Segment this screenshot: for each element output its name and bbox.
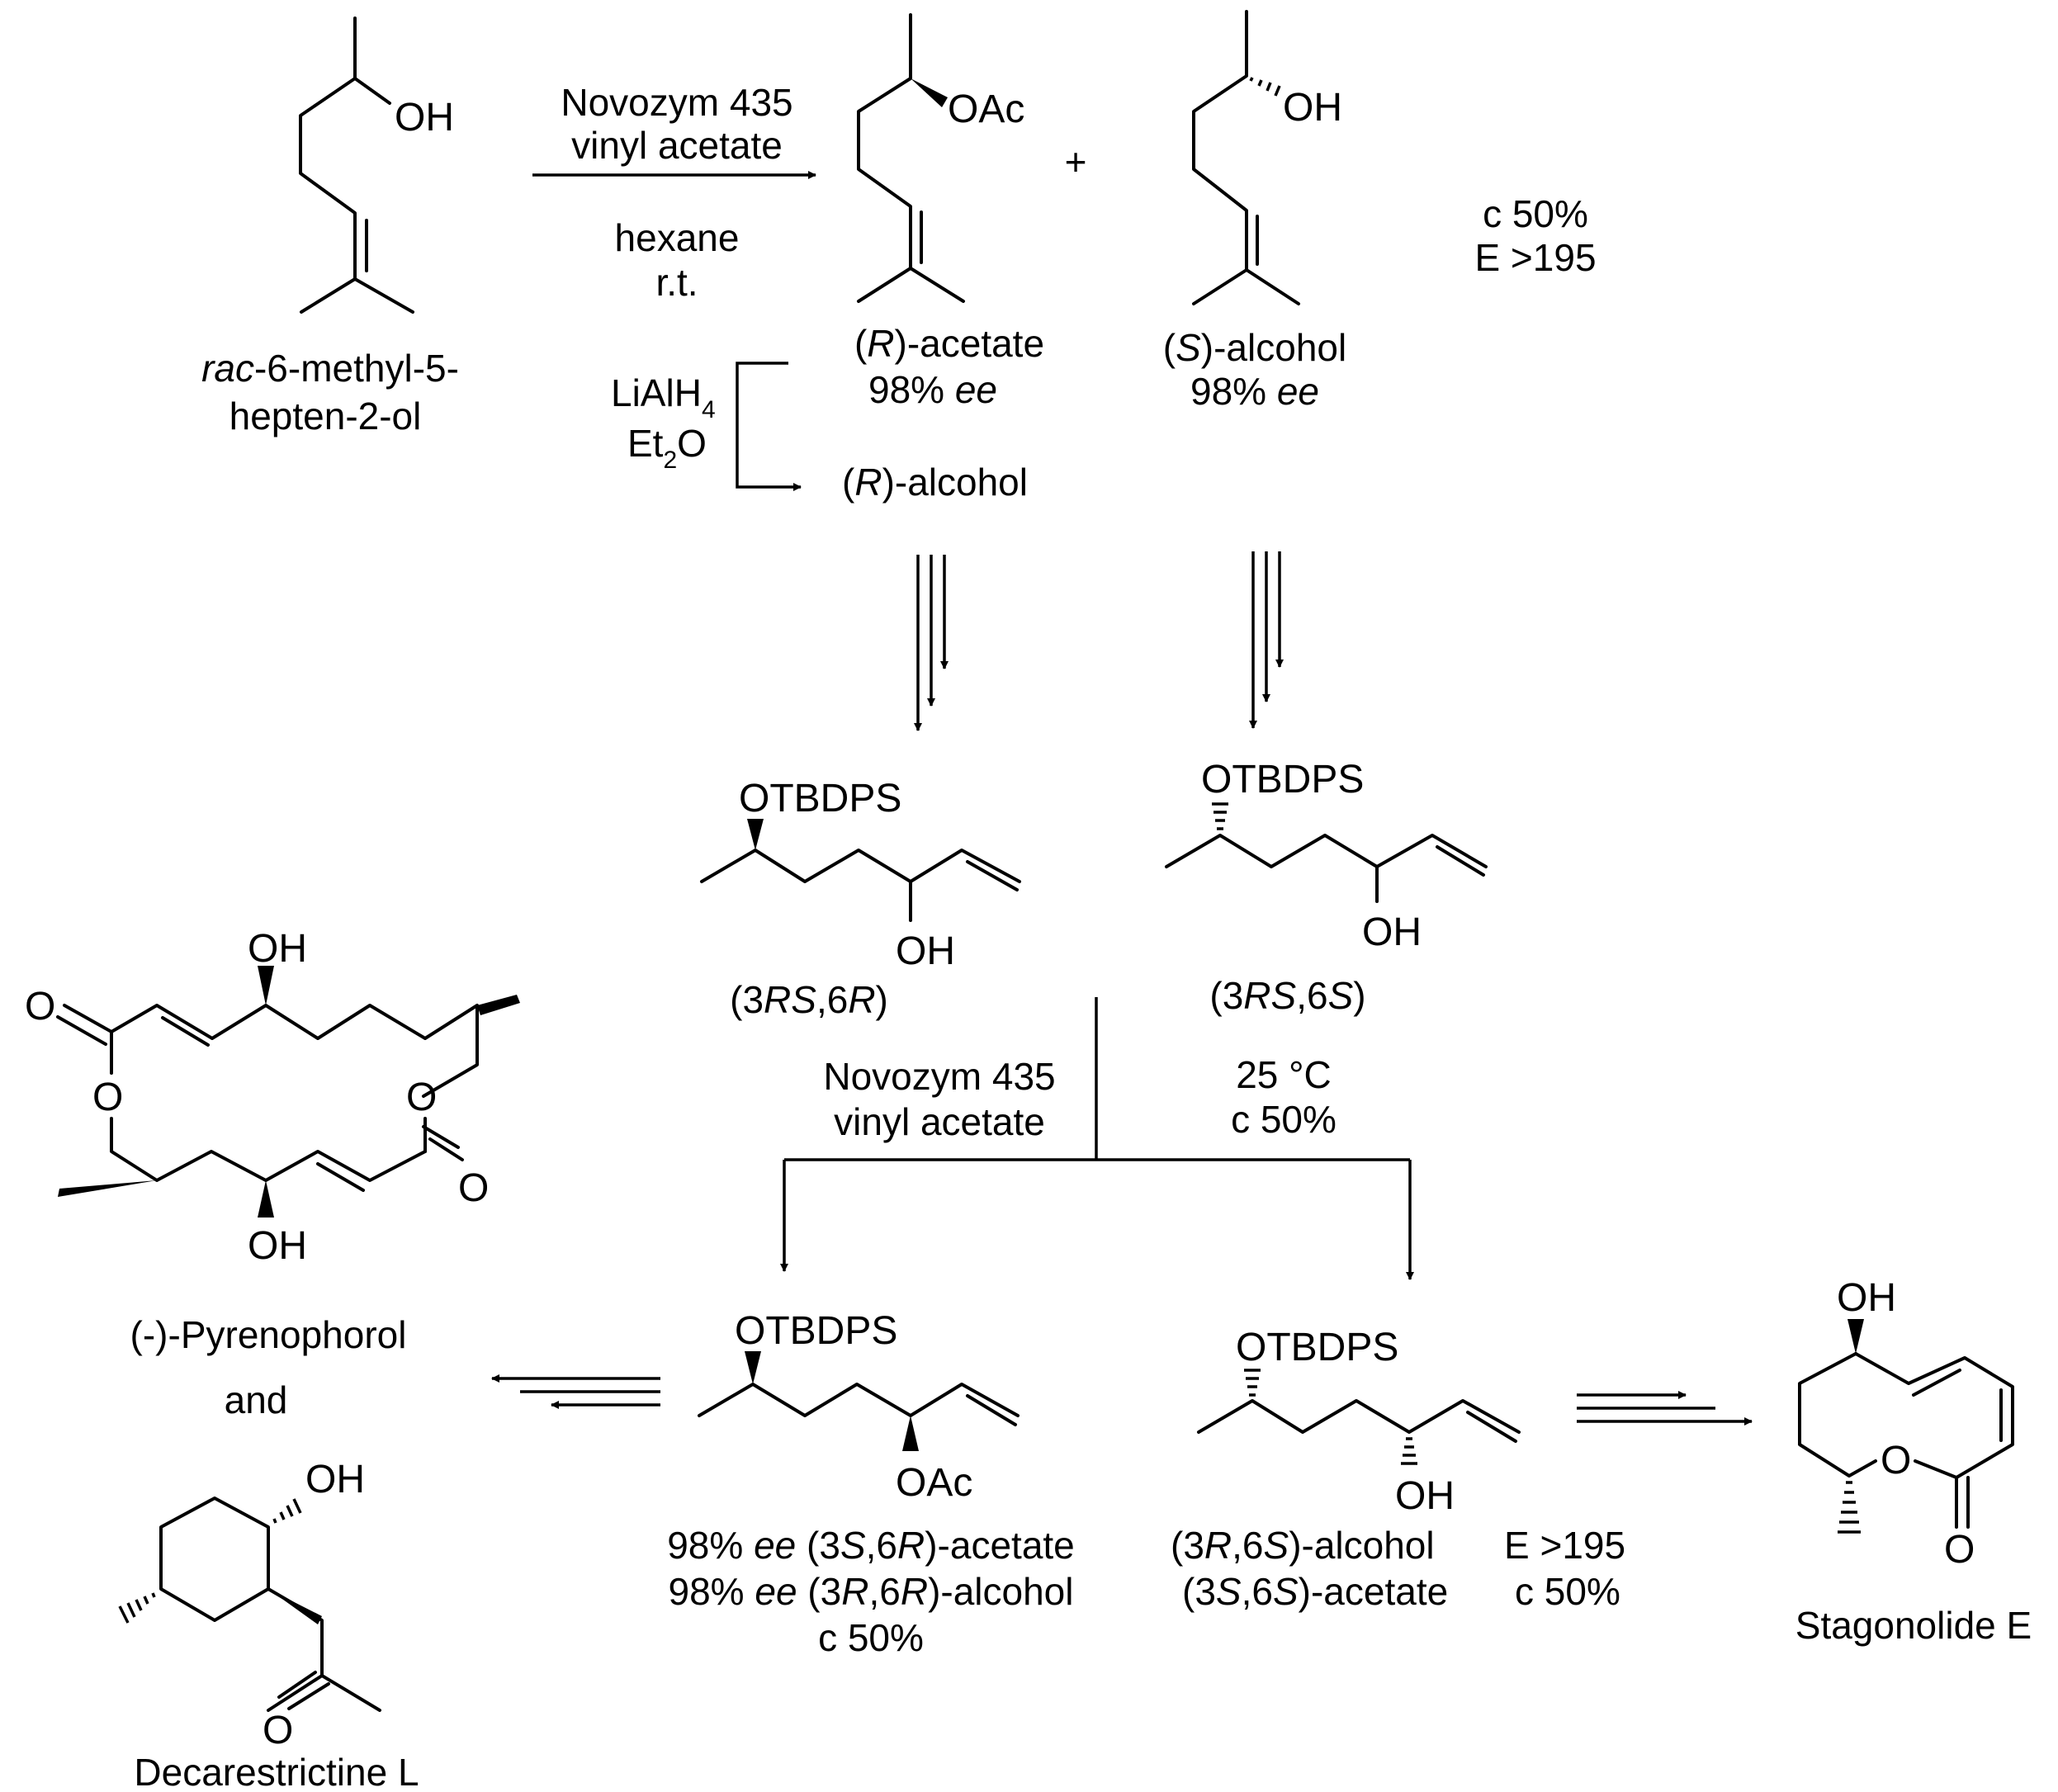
- pyrenophorol-carbonyl-o-right: O: [458, 1166, 489, 1210]
- r-acetate-oac-label: OAc: [948, 87, 1024, 131]
- reaction2-branch-arrow: [780, 997, 1414, 1280]
- pyrenophorol-ring-o-right: O: [406, 1076, 437, 1119]
- product-r-line1: 98% ee (3S,6R)-acetate: [667, 1524, 1075, 1567]
- product-r-otbdps: OTBDPS: [735, 1309, 897, 1353]
- product-r-oac: OAc: [896, 1461, 972, 1505]
- decarestrictine-structure: [118, 1496, 381, 1712]
- start-material-structure: [299, 17, 414, 314]
- stagonolide-carbonyl-o: O: [1944, 1528, 1975, 1572]
- reaction1-e-value: E >195: [1474, 236, 1596, 279]
- pyrenophorol-carbonyl-o-left: O: [25, 985, 55, 1028]
- decarestrictine-oh: OH: [305, 1458, 365, 1501]
- product-s-otbdps: OTBDPS: [1236, 1326, 1398, 1369]
- start-oh-label: OH: [395, 96, 454, 139]
- product-s-oh: OH: [1395, 1474, 1455, 1518]
- reaction2-temperature: 25 °C: [1236, 1053, 1332, 1096]
- decarestrictine-name: Decarestrictine L: [134, 1751, 419, 1792]
- r-acetate-structure: [857, 13, 965, 303]
- decarestrictine-o: O: [263, 1709, 293, 1752]
- stagonolide-ring-o: O: [1881, 1439, 1911, 1482]
- reaction1-temperature: r.t.: [655, 261, 698, 304]
- multistep-arrow-left: [914, 555, 949, 731]
- multistep-arrow-right: [1249, 551, 1284, 729]
- pyrenophorol-ring-o-left: O: [92, 1076, 123, 1119]
- s-alcohol-structure: [1192, 10, 1300, 305]
- pyrenophorol-oh-top: OH: [248, 927, 307, 971]
- intermediate-r-label: (3RS,6R): [730, 978, 888, 1021]
- product-s-e-value: E >195: [1504, 1524, 1625, 1567]
- r-alcohol-label: (R)-alcohol: [842, 461, 1028, 504]
- pyrenophorol-structure: [56, 966, 520, 1218]
- product-r-series-structure: [698, 1351, 1020, 1451]
- product-s-series-structure: [1197, 1369, 1521, 1465]
- r-acetate-label: (R)-acetate: [854, 322, 1044, 365]
- intermediate-s-structure: [1165, 802, 1488, 903]
- intermediate-s-label: (3RS,6S): [1209, 974, 1365, 1017]
- product-s-line1: (3R,6S)-alcohol: [1171, 1524, 1435, 1567]
- and-label: and: [225, 1378, 288, 1421]
- plus-sign: +: [1065, 140, 1087, 183]
- reaction1-reagent-1: Novozym 435: [561, 81, 792, 124]
- reaction1-reagent-2: vinyl acetate: [571, 124, 783, 167]
- reaction2-conversion: c 50%: [1231, 1098, 1337, 1141]
- multistep-arrow-to-pyrenophorol: [491, 1374, 660, 1409]
- stagonolide-structure: [1798, 1319, 2014, 1534]
- product-r-line3: c 50%: [818, 1616, 924, 1659]
- reduction-reagent-1: LiAlH4: [611, 371, 716, 423]
- intermediate-s-otbdps: OTBDPS: [1201, 758, 1364, 801]
- reaction1-solvent: hexane: [615, 216, 740, 259]
- reaction2-reagent-2: vinyl acetate: [834, 1100, 1045, 1143]
- product-s-conversion: c 50%: [1515, 1570, 1620, 1613]
- product-s-line2: (3S,6S)-acetate: [1182, 1570, 1448, 1613]
- intermediate-r-otbdps: OTBDPS: [739, 777, 901, 820]
- pyrenophorol-name: (-)-Pyrenophorol: [130, 1313, 407, 1356]
- s-alcohol-label: (S)-alcohol: [1163, 326, 1346, 369]
- product-r-line2: 98% ee (3R,6R)-alcohol: [669, 1570, 1074, 1613]
- reaction2-reagent-1: Novozym 435: [823, 1055, 1055, 1098]
- reaction1-conversion: c 50%: [1483, 192, 1588, 235]
- intermediate-r-oh: OH: [896, 929, 955, 973]
- reduction-arrow: [736, 362, 802, 491]
- r-acetate-ee: 98% ee: [868, 368, 997, 411]
- s-alcohol-ee: 98% ee: [1190, 370, 1319, 413]
- intermediate-s-oh: OH: [1362, 910, 1422, 954]
- start-material-name-line2: hepten-2-ol: [229, 395, 422, 437]
- pyrenophorol-oh-bottom: OH: [248, 1224, 307, 1268]
- start-material-name: rac-6-methyl-5-: [201, 347, 459, 390]
- reduction-reagent-2: Et2O: [627, 422, 707, 474]
- intermediate-r-structure: [700, 819, 1021, 922]
- multistep-arrow-to-stagonolide: [1577, 1391, 1753, 1426]
- stagonolide-oh: OH: [1837, 1276, 1896, 1320]
- stagonolide-name: Stagonolide E: [1795, 1604, 2032, 1647]
- s-alcohol-oh-label: OH: [1283, 86, 1342, 130]
